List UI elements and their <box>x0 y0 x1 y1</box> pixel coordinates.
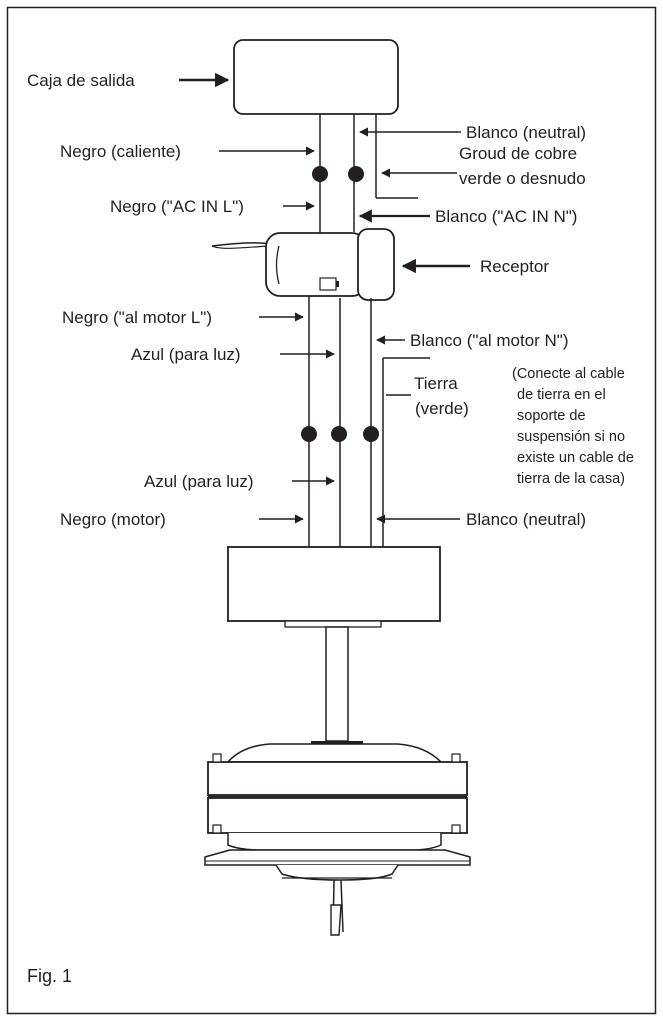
connector-white-lower <box>363 426 379 442</box>
label-black-to-motor: Negro ("al motor L") <box>62 308 212 327</box>
connector-blue-lower <box>331 426 347 442</box>
label-white-ac-in: Blanco ("AC IN N") <box>435 207 577 226</box>
figure-label: Fig. 1 <box>27 966 72 986</box>
motor-housing <box>207 743 468 851</box>
label-blue-light-upper: Azul (para luz) <box>131 345 241 364</box>
label-ground-line1: Groud de cobre <box>459 144 577 163</box>
arrows <box>179 72 470 524</box>
note-line: existe un cable de <box>517 450 634 466</box>
figure-border <box>6 6 657 1015</box>
note-line: tierra de la casa) <box>517 471 625 487</box>
note-line: soporte de <box>517 408 586 424</box>
note-line: de tierra en el <box>517 387 606 403</box>
note-line: (Conecte al cable <box>512 366 625 382</box>
bottom-plug <box>330 879 344 936</box>
mounting-plate <box>204 849 471 881</box>
label-white-to-motor: Blanco ("al motor N") <box>410 331 569 350</box>
ground-note: (Conecte al cable de tierra en el soport… <box>512 366 634 487</box>
note-line: suspensión si no <box>517 429 625 445</box>
connector-black-lower <box>301 426 317 442</box>
connector-black-top <box>312 166 328 182</box>
receiver-unit <box>211 228 395 301</box>
label-ground-green-1: Tierra <box>414 374 458 393</box>
label-white-neutral-bottom: Blanco (neutral) <box>466 510 586 529</box>
label-ground-green-2: (verde) <box>415 399 469 418</box>
outlet-box <box>233 39 399 115</box>
label-ground-line2: verde o desnudo <box>459 169 586 188</box>
label-outlet-box: Caja de salida <box>27 71 135 90</box>
label-white-neutral-top: Blanco (neutral) <box>466 123 586 142</box>
label-black-hot: Negro (caliente) <box>60 142 181 161</box>
label-blue-light-lower: Azul (para luz) <box>144 472 254 491</box>
label-black-ac-in: Negro ("AC IN L") <box>110 197 244 216</box>
downrod <box>325 626 349 742</box>
receiver-battery-icon <box>319 277 337 291</box>
connector-white-top <box>348 166 364 182</box>
label-receiver: Receptor <box>480 257 549 276</box>
label-black-motor: Negro (motor) <box>60 510 166 529</box>
canopy <box>227 546 441 622</box>
